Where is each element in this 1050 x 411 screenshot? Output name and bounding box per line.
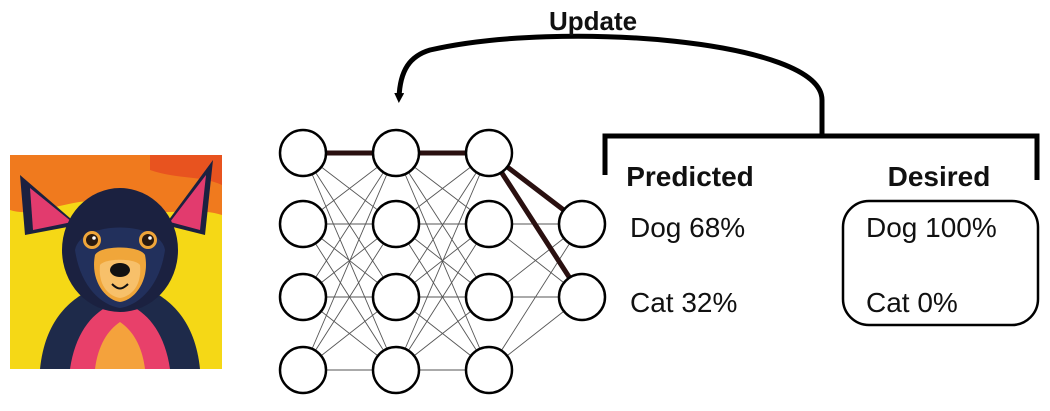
neuron <box>278 199 328 249</box>
network-connections <box>302 152 583 371</box>
predicted-dog-value: Dog 68% <box>630 212 745 243</box>
neuron <box>278 128 328 178</box>
connection <box>488 223 583 371</box>
connection <box>302 223 397 371</box>
dog-portrait-icon <box>10 155 222 369</box>
connection <box>395 223 490 371</box>
neuron <box>371 345 421 395</box>
output-neuron <box>557 199 607 249</box>
predicted-heading: Predicted <box>626 161 754 192</box>
desired-cat-value: Cat 0% <box>866 287 958 318</box>
connection <box>302 152 397 298</box>
desired-dog-value: Dog 100% <box>866 212 997 243</box>
neuron <box>464 345 514 395</box>
neuron <box>371 272 421 322</box>
predicted-cat-value: Cat 32% <box>630 287 737 318</box>
output-neuron <box>557 272 607 322</box>
connection <box>302 152 397 371</box>
neuron <box>371 128 421 178</box>
connection <box>395 152 490 298</box>
comparison-bracket <box>602 133 1040 180</box>
neuron <box>464 199 514 249</box>
neuron <box>464 272 514 322</box>
desired-heading: Desired <box>888 161 991 192</box>
neuron <box>278 345 328 395</box>
update-arrow <box>394 33 825 135</box>
neuron <box>464 128 514 178</box>
highlighted-connection <box>486 150 585 300</box>
network-neurons <box>278 128 607 395</box>
neuron <box>278 272 328 322</box>
connection <box>395 152 490 371</box>
neuron <box>371 199 421 249</box>
desired-box <box>841 199 1040 327</box>
update-label: Update <box>549 6 637 36</box>
